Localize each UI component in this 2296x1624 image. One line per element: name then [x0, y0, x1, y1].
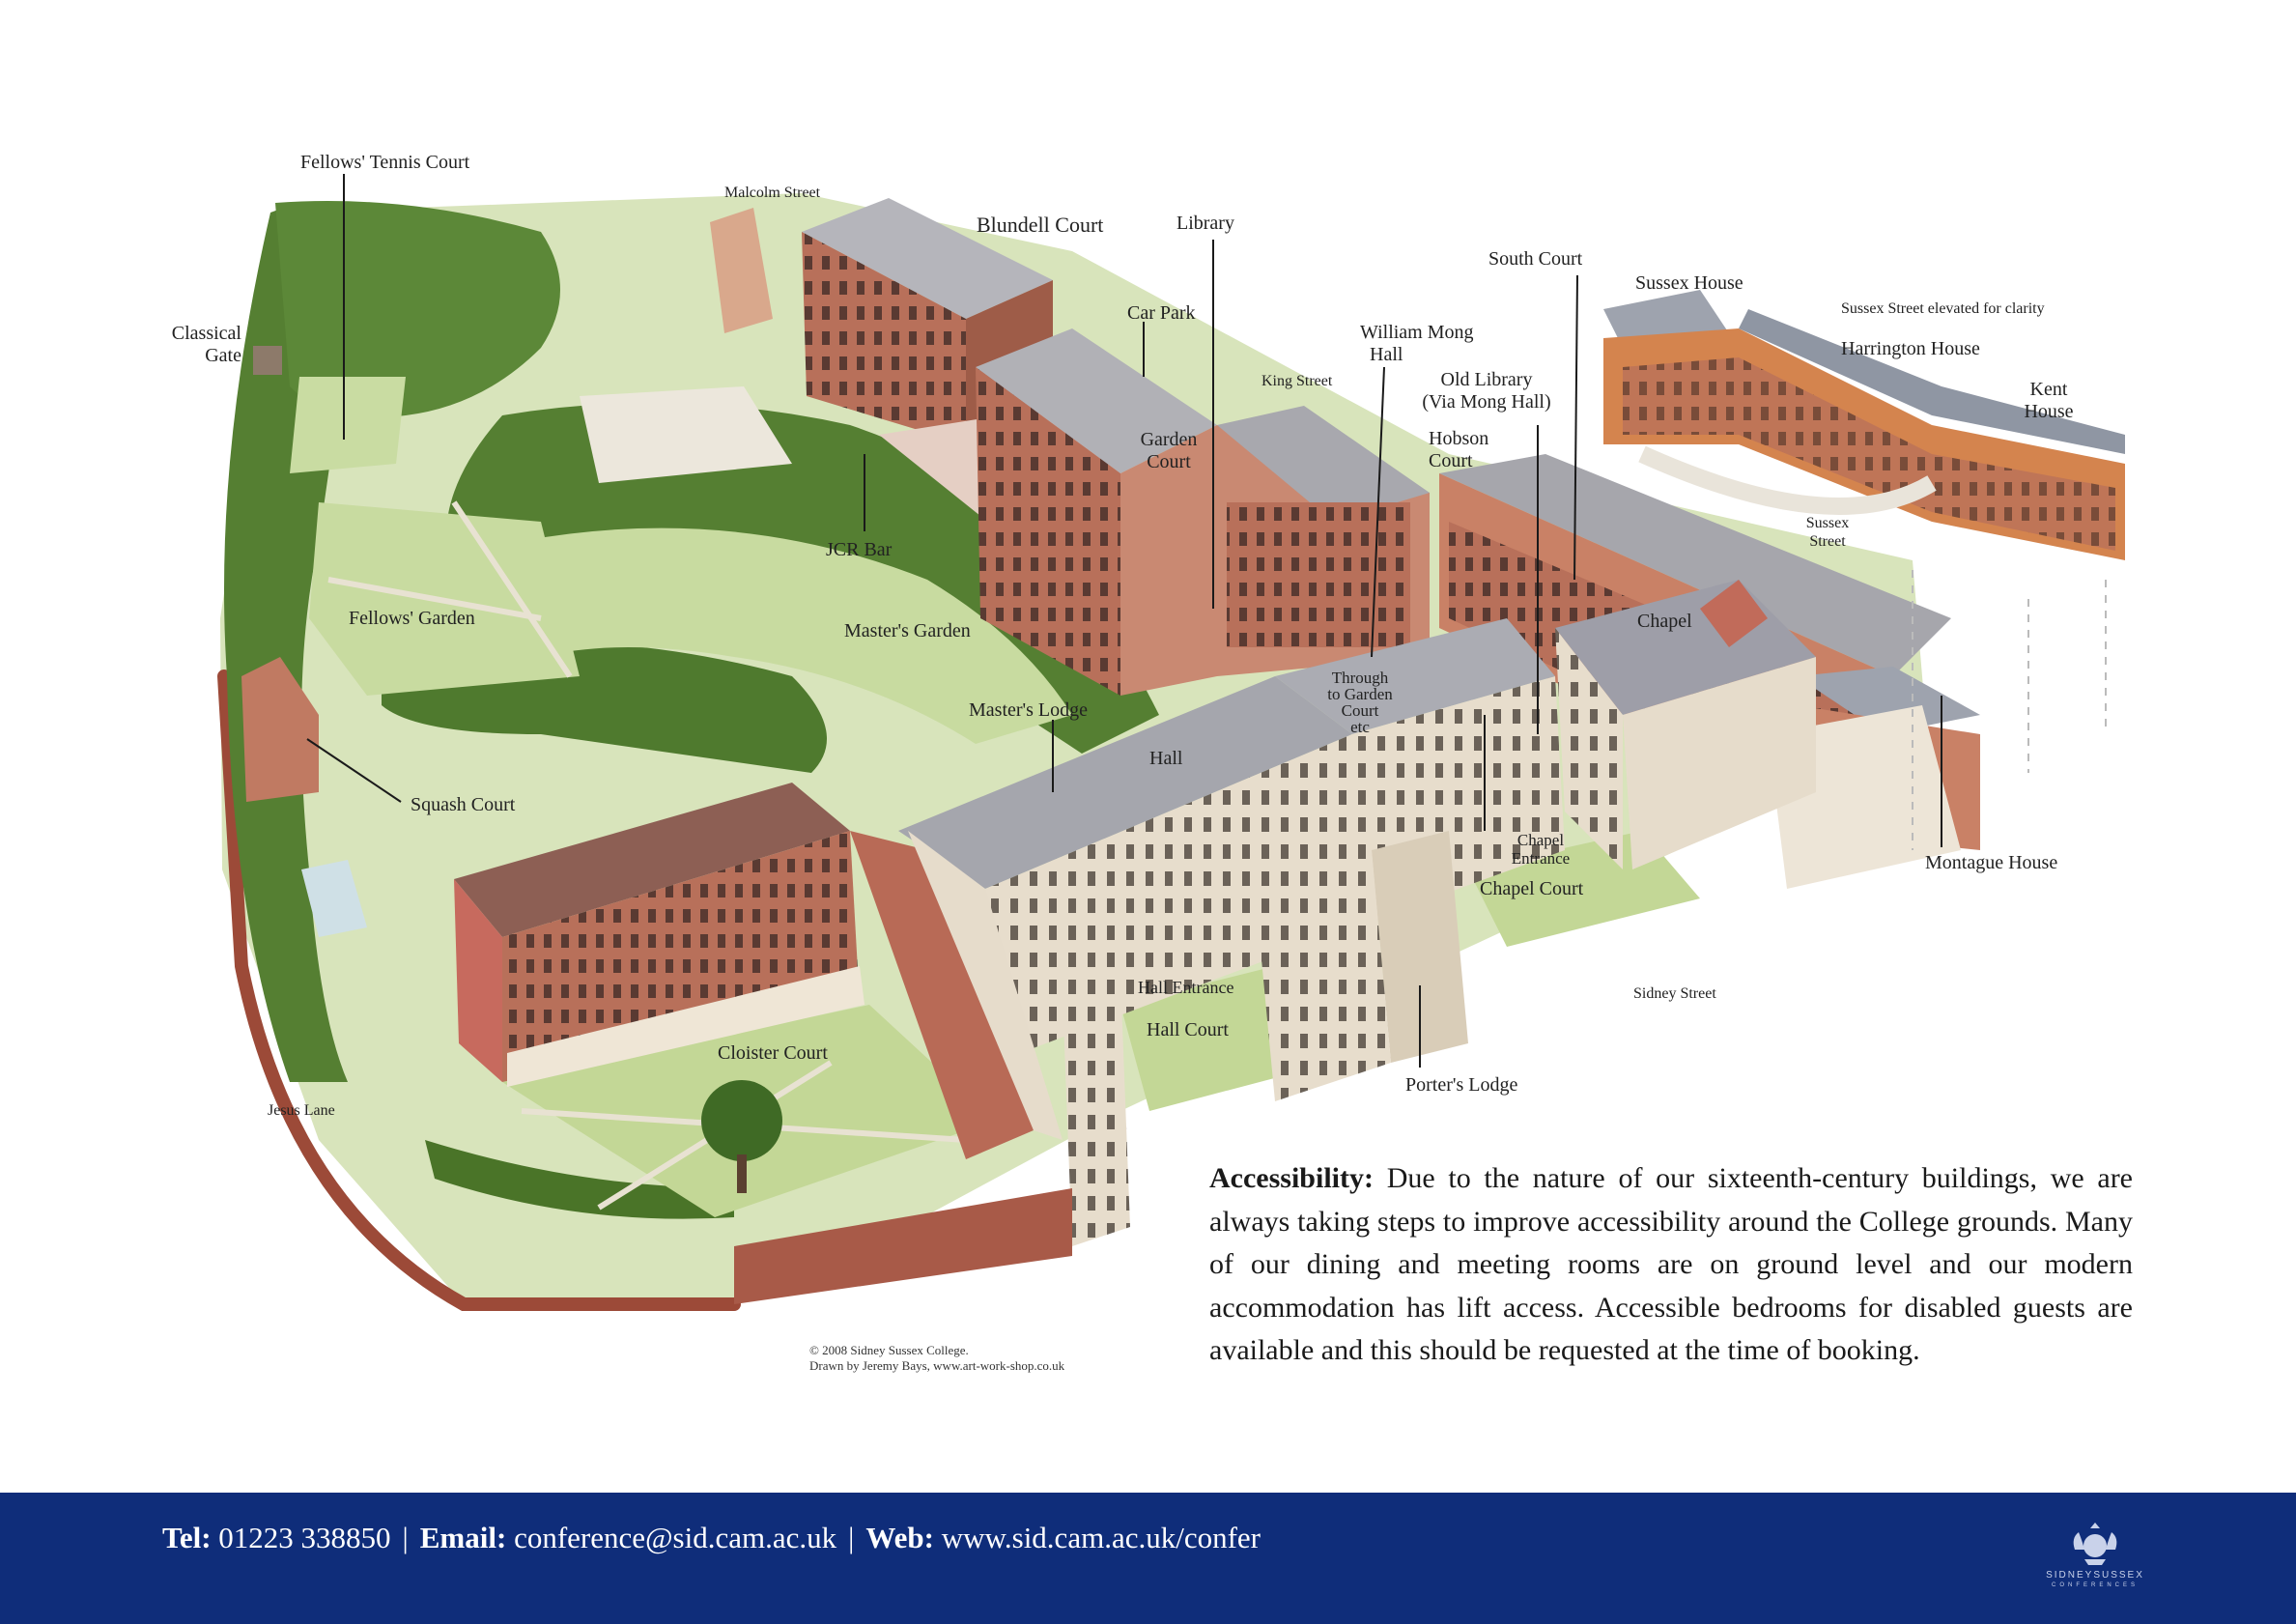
label-harrington-house: Harrington House — [1841, 338, 1980, 359]
malcolm-building — [710, 208, 773, 333]
sussex-street-curve — [1638, 445, 1937, 515]
cloister-building-front — [454, 879, 502, 1082]
college-illustration — [217, 174, 2125, 1311]
leader-squash-court — [306, 738, 402, 803]
accessibility-body: Due to the nature of our sixteenth-centu… — [1209, 1162, 2133, 1366]
accessibility-paragraph: Accessibility: Due to the nature of our … — [1209, 1157, 2133, 1373]
garden-court-roof — [976, 328, 1217, 473]
label-hall-entrance: Hall Entrance — [1138, 978, 1234, 997]
boundary-wall — [217, 670, 741, 1311]
label-cloister-court: Cloister Court — [718, 1042, 828, 1064]
leader-william-mong-hall — [1371, 366, 1385, 658]
sussex-terrace-roof — [1739, 309, 2125, 454]
label-montague-house: Montague House — [1925, 852, 2058, 873]
hedge-south — [425, 1140, 734, 1219]
label-sidney-street: Sidney Street — [1633, 985, 1716, 1002]
label-malcolm-street: Malcolm Street — [724, 185, 821, 201]
south-wall — [734, 1188, 1072, 1304]
blundell-roof — [802, 198, 1053, 319]
logo-wordmark: SIDNEYSUSSEX — [2046, 1570, 2144, 1581]
garden-path-1 — [327, 577, 542, 621]
label-fellows-tennis-court: Fellows' Tennis Court — [300, 152, 470, 173]
tel-number[interactable]: 01223 338850 — [218, 1521, 391, 1554]
leader-south-court — [1573, 274, 1578, 581]
cloister-tree — [701, 1080, 782, 1161]
hall-east-roof — [1275, 618, 1555, 734]
squash-court-building — [241, 657, 319, 802]
label-hall: Hall — [1149, 748, 1183, 769]
cloister-tree-trunk — [737, 1154, 747, 1193]
label-jcr-bar: JCR Bar — [826, 539, 893, 560]
web-link[interactable]: www.sid.cam.ac.uk/confer — [941, 1521, 1261, 1554]
label-sussex-house: Sussex House — [1635, 272, 1743, 294]
label-blundell-court: Blundell Court — [977, 213, 1104, 237]
college-map: Fellows' Tennis Court Malcolm Street Blu… — [171, 152, 2125, 1374]
web-label: Web: — [865, 1521, 934, 1554]
label-old-library: Old Library(Via Mong Hall) — [1422, 369, 1551, 413]
blundell-front — [802, 232, 966, 444]
chapel-range-front — [1623, 657, 1816, 869]
chapel-front — [1555, 628, 1623, 869]
credit-copyright: © 2008 Sidney Sussex College. — [809, 1343, 969, 1357]
label-king-street: King Street — [1261, 373, 1333, 389]
cloister-east-wing — [850, 831, 1034, 1159]
accessibility-heading: Accessibility: — [1209, 1162, 1374, 1194]
label-jesus-lane: Jesus Lane — [268, 1102, 335, 1119]
crest-logo-icon — [2073, 1523, 2117, 1565]
logo-subtitle: CONFERENCES — [2051, 1582, 2139, 1588]
label-masters-lodge: Master's Lodge — [969, 699, 1089, 721]
label-chapel: Chapel — [1637, 611, 1692, 632]
garden-court-roof-2 — [1217, 406, 1430, 522]
email-link[interactable]: conference@sid.cam.ac.uk — [514, 1521, 837, 1554]
greenhouse — [301, 860, 367, 937]
label-chapel-court: Chapel Court — [1480, 878, 1584, 899]
label-fellows-garden: Fellows' Garden — [349, 608, 475, 629]
label-sussex-street-elevated: Sussex Street elevated for clarity — [1841, 300, 2045, 317]
tree-belt-north — [275, 201, 560, 417]
garden-court-windows — [1227, 502, 1410, 647]
malcolm-lawn — [580, 386, 792, 483]
classical-gate-structure — [253, 346, 282, 375]
projection-lines — [1912, 570, 2107, 850]
label-masters-garden: Master's Garden — [844, 620, 971, 641]
hall-west-range — [908, 831, 1063, 1140]
label-library: Library — [1176, 213, 1234, 234]
footer-bar — [0, 1493, 2296, 1624]
cloister-arcade — [507, 966, 865, 1087]
label-south-court: South Court — [1488, 248, 1583, 270]
montague-roof — [1797, 667, 1980, 734]
label-hall-court: Hall Court — [1147, 1019, 1229, 1040]
label-car-park: Car Park — [1127, 302, 1196, 324]
porters-lodge-front — [1256, 850, 1391, 1101]
credit-artist: Drawn by Jeremy Bays, www.art-work-shop.… — [809, 1358, 1065, 1373]
hall-range-roof — [898, 676, 1352, 889]
masters-garden-lawn — [522, 527, 1072, 744]
south-court-roof — [1439, 454, 1951, 676]
label-porters-lodge: Porter's Lodge — [1405, 1074, 1518, 1096]
email-label: Email: — [419, 1521, 507, 1554]
garden-court-front — [976, 367, 1120, 696]
chapel-brick — [1700, 580, 1768, 647]
garden-path-2 — [451, 500, 573, 678]
leader-lines — [306, 174, 1942, 1068]
cloister-building-roof — [454, 783, 850, 937]
fellows-tennis-lawn — [290, 377, 406, 473]
sussex-terrace-windows — [1623, 357, 2115, 551]
hall-range-front — [985, 734, 1352, 1063]
contact-line: Tel: 01223 338850|Email: conference@sid.… — [162, 1521, 1261, 1554]
tel-label: Tel: — [162, 1521, 212, 1554]
map-credit: © 2008 Sidney Sussex College. Drawn by J… — [809, 1343, 1064, 1374]
hall-entrance-tower — [1063, 976, 1130, 1246]
porters-lodge-tower — [1372, 831, 1468, 1063]
label-squash-court: Squash Court — [411, 794, 516, 815]
